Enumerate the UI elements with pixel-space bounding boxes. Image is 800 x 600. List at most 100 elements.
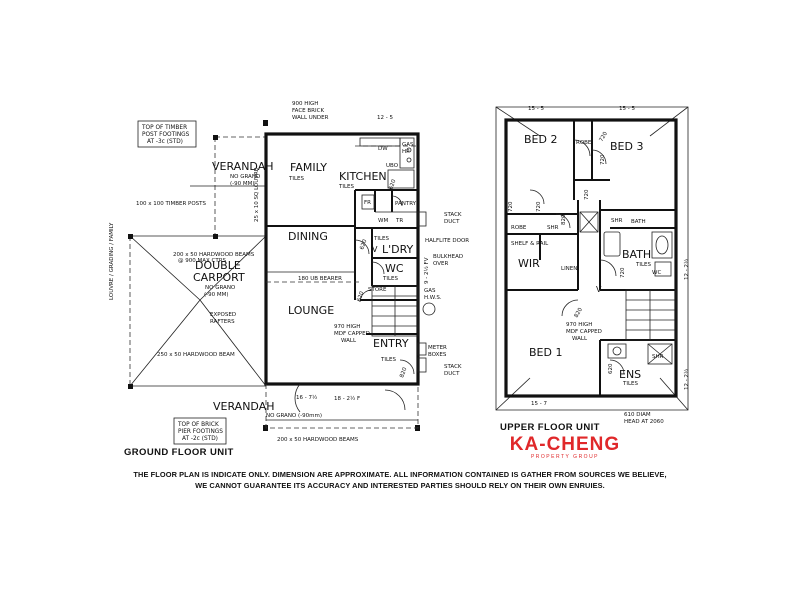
wir-label: WIR: [518, 257, 540, 270]
door-store: 620: [356, 290, 365, 302]
upper-fixtures: [579, 211, 673, 365]
verandah-side-finish-2: (-90 MM): [230, 181, 255, 187]
meter-boxes-1: METER: [428, 345, 447, 351]
wc-label: WC: [385, 262, 404, 275]
brick-footings-note-2: PIER FOOTINGS: [178, 429, 223, 435]
upper-doors: [529, 139, 625, 375]
timber-footings-note-3: AT -3c (STD): [147, 139, 183, 145]
verandah-side-label: VERANDAH: [212, 160, 274, 173]
carport-finish-1: NO GRANO: [205, 285, 236, 291]
door-720-a: 720: [508, 201, 514, 212]
laundry-finish: TILES: [373, 236, 390, 242]
ground-floor-title: GROUND FLOOR UNIT: [124, 447, 234, 458]
ubo-label: UBO: [386, 163, 399, 169]
stack-duct-bottom-1: STACK: [444, 364, 462, 370]
stack-duct-top: [417, 211, 427, 227]
store-label: STORE: [368, 287, 387, 293]
disclaimer-line-1: THE FLOOR PLAN IS INDICATE ONLY. DIMENSI…: [133, 470, 667, 479]
shelf-rail-label: SHELF & RAIL: [511, 241, 549, 247]
dishwasher-label: DW: [378, 146, 388, 152]
carport-label-1: DOUBLE: [195, 259, 241, 272]
ground-floor-plan: TOP OF TIMBER POST FOOTINGS AT -3c (STD)…: [109, 101, 469, 445]
ens-label: ENS: [619, 368, 641, 381]
meter-boxes: [417, 342, 427, 356]
brick-footings-note-1: TOP OF BRICK: [177, 422, 219, 428]
door-720-c: 720: [584, 189, 590, 200]
stack-duct-top-1: STACK: [444, 212, 462, 218]
upper-mdf-2: MDF CAPPED: [566, 329, 602, 335]
door-720-b: 720: [536, 201, 542, 212]
robe-bed1: ROBE: [511, 225, 527, 231]
mdf-wall-note-1: 970 HIGH: [334, 324, 360, 330]
mdf-wall-note-2: MDF CAPPED: [334, 331, 370, 337]
dim-front-a: 16 - 7½: [296, 394, 317, 401]
gas-hp-1: GAS: [402, 142, 414, 148]
wc-finish: TILES: [382, 276, 399, 282]
bulkhead-note-2: OVER: [433, 261, 448, 267]
shr-label-2: SHR: [611, 218, 623, 224]
upper-mdf-3: WALL: [572, 336, 588, 342]
gas-hws-1: GAS: [424, 288, 436, 294]
ground-v-mark: V: [372, 245, 378, 254]
lounge-label: LOUNGE: [288, 304, 334, 317]
exposed-rafters-1: EXPOSED: [210, 312, 236, 318]
door-kitchen: 620: [388, 178, 397, 190]
verandah-front-label: VERANDAH: [213, 400, 275, 413]
face-brick-note-1: 900 HIGH: [292, 101, 318, 107]
face-brick-note-3: WALL UNDER: [292, 115, 329, 121]
trough-label: TR: [395, 218, 403, 224]
dining-label: DINING: [288, 230, 328, 243]
shr-label-1: SHR: [547, 225, 559, 231]
stack-duct-bottom-2: DUCT: [444, 371, 460, 377]
stack-duct-bottom: [417, 357, 427, 373]
shr-label-3: SHR: [652, 354, 664, 360]
hardwood-beams-note-2: @ 900 MAX CTRS: [178, 258, 227, 264]
upper-mdf-1: 970 HIGH: [566, 322, 592, 328]
brand-name: KA-CHENG: [509, 434, 621, 455]
upper-floor-title: UPPER FLOOR UNIT: [500, 422, 600, 433]
upper-dim-right-b: 12 - 2½: [683, 369, 690, 390]
upper-dim-bottom: 15 - 7: [531, 401, 547, 407]
mdf-wall-note-3: WALL: [341, 338, 357, 344]
bed3-label: BED 3: [610, 140, 643, 153]
upper-v-mark: V: [596, 285, 602, 294]
linen-label: LINEN: [561, 266, 577, 272]
dim-side: 9 - 2½ FV: [423, 257, 430, 284]
door-laundry: 620: [359, 238, 368, 250]
kitchen-counters: [359, 137, 415, 210]
louvre-note: 25 x 10 SQ LOUVRE: [254, 167, 260, 222]
door-720-e: 720: [599, 130, 610, 143]
stack-duct-top-2: DUCT: [444, 219, 460, 225]
carport-finish-2: (-90 MM): [204, 292, 229, 298]
timber-footings-note-1: TOP OF TIMBER: [141, 125, 187, 131]
door-820-b: 820: [574, 306, 585, 319]
hardwood-beam-note: 250 x 50 HARDWOOD BEAM: [157, 352, 235, 358]
family-finish: TILES: [288, 176, 305, 182]
ground-doors: [294, 195, 415, 413]
timber-footings-note-2: POST FOOTINGS: [142, 132, 190, 138]
door-720-f: 720: [620, 267, 626, 278]
upper-dim-right-a: 12 - 2½: [683, 259, 690, 280]
pantry-label: PANTRY: [395, 201, 417, 207]
ens-finish: TILES: [622, 381, 639, 387]
ground-internal-walls: [266, 145, 418, 335]
ground-stairs: [371, 285, 436, 337]
door-entry: 820: [399, 366, 408, 378]
fridge-label: FR: [364, 200, 371, 206]
brand-tagline: PROPERTY GROUP: [530, 454, 600, 460]
window-note-1: 610 DIAM: [624, 412, 651, 418]
ground-dim-top: 12 - 5: [377, 115, 393, 121]
upper-stairs: [625, 289, 677, 341]
timber-posts-note: 100 x 100 TIMBER POSTS: [136, 201, 207, 207]
bed1-label: BED 1: [529, 346, 562, 359]
bath-small-label: BATH: [631, 219, 646, 225]
carport-label-2: CARPORT: [193, 271, 245, 284]
window-note-2: HEAD AT 2060: [624, 419, 664, 425]
face-brick-note-2: FACE BRICK: [292, 108, 324, 114]
meter-boxes-2: BOXES: [428, 352, 447, 358]
upper-dim-top-b: 15 - 5: [619, 106, 635, 112]
door-820-a: 820: [561, 214, 567, 225]
laundry-label: L'DRY: [382, 243, 414, 256]
bath-label: BATH: [622, 248, 651, 261]
